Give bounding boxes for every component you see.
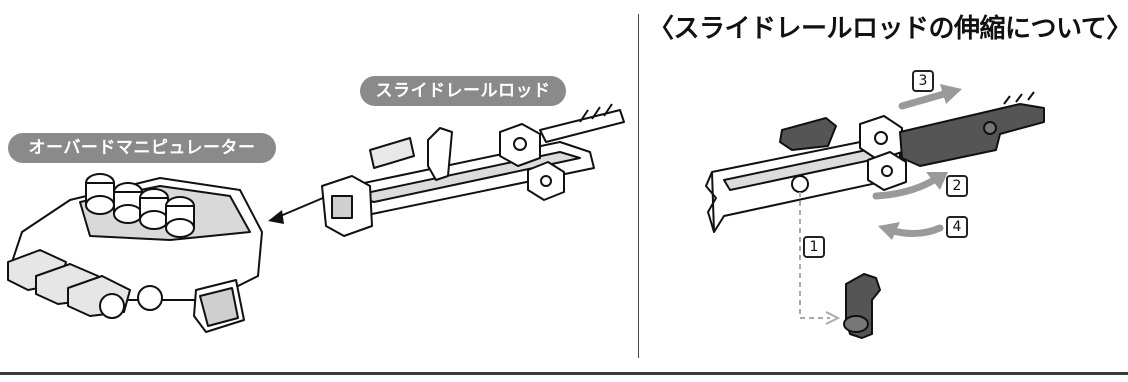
step-3-marker: 3 bbox=[912, 70, 934, 92]
label-over-manipulator: オーバードマニピュレーター bbox=[8, 133, 276, 163]
motion-arrowheads bbox=[878, 84, 962, 240]
label-slide-rail-rod: スライドレールロッド bbox=[360, 76, 566, 106]
step-1-marker: 1 bbox=[803, 236, 825, 258]
bottom-rule bbox=[0, 372, 1128, 375]
section-title: 〈スライドレールロッドの伸縮について〉 bbox=[648, 14, 1128, 44]
attach-arrow bbox=[268, 194, 331, 224]
rod-detail-illustration bbox=[705, 91, 1045, 339]
section-divider bbox=[638, 14, 639, 358]
over-manipulator-illustration bbox=[7, 173, 263, 333]
step-2-marker: 2 bbox=[946, 175, 968, 197]
step-4-marker: 4 bbox=[946, 216, 968, 238]
slide-rail-rod-illustration bbox=[321, 103, 625, 237]
pin-guide bbox=[799, 192, 841, 325]
